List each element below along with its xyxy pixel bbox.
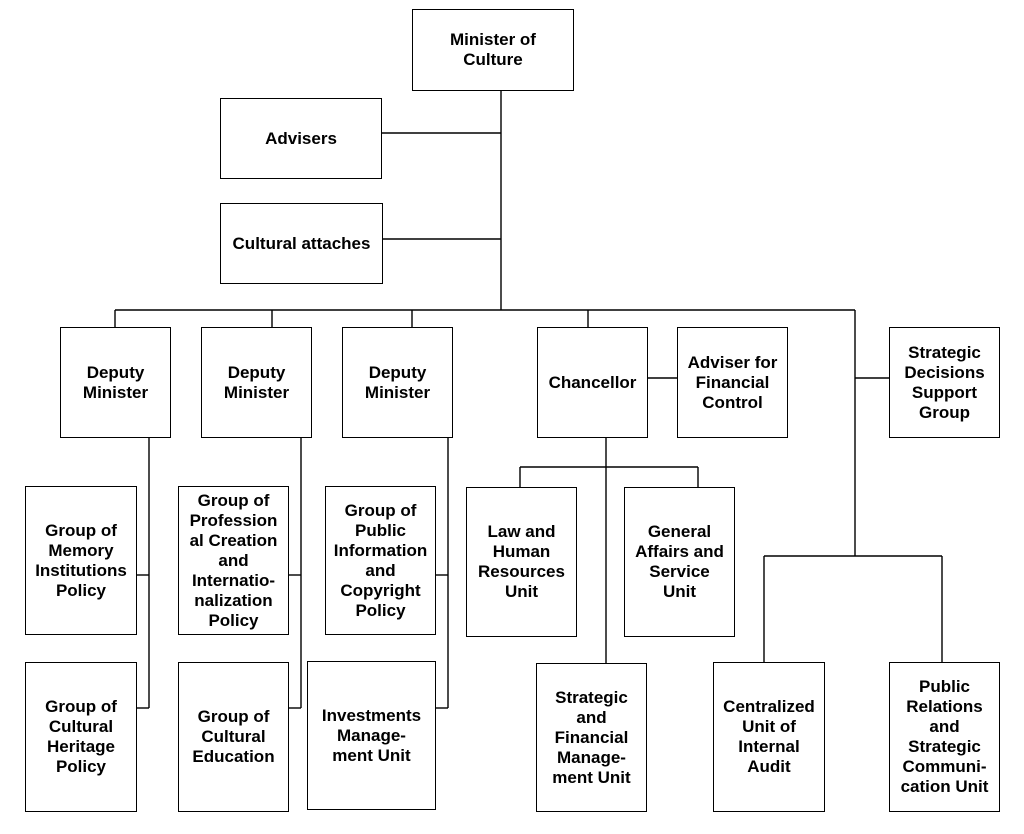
public-relations-box: Public Relations and Strategic Communi- … [889, 662, 1000, 812]
cultural-education-box: Group of Cultural Education [178, 662, 289, 812]
chancellor-box: Chancellor [537, 327, 648, 438]
deputy-minister-2-box: Deputy Minister [201, 327, 312, 438]
cultural-attaches-box: Cultural attaches [220, 203, 383, 284]
strategic-decisions-box: Strategic Decisions Support Group [889, 327, 1000, 438]
internal-audit-box: Centralized Unit of Internal Audit [713, 662, 825, 812]
public-information-box: Group of Public Information and Copyrigh… [325, 486, 436, 635]
advisers-box: Advisers [220, 98, 382, 179]
professional-creation-box: Group of Profession al Creation and Inte… [178, 486, 289, 635]
deputy-minister-3-box: Deputy Minister [342, 327, 453, 438]
general-affairs-box: General Affairs and Service Unit [624, 487, 735, 637]
deputy-minister-1-box: Deputy Minister [60, 327, 171, 438]
strategic-financial-box: Strategic and Financial Manage- ment Uni… [536, 663, 647, 812]
memory-institutions-box: Group of Memory Institutions Policy [25, 486, 137, 635]
cultural-heritage-box: Group of Cultural Heritage Policy [25, 662, 137, 812]
adviser-financial-control-box: Adviser for Financial Control [677, 327, 788, 438]
minister-box: Minister of Culture [412, 9, 574, 91]
law-hr-box: Law and Human Resources Unit [466, 487, 577, 637]
investments-box: Investments Manage- ment Unit [307, 661, 436, 810]
